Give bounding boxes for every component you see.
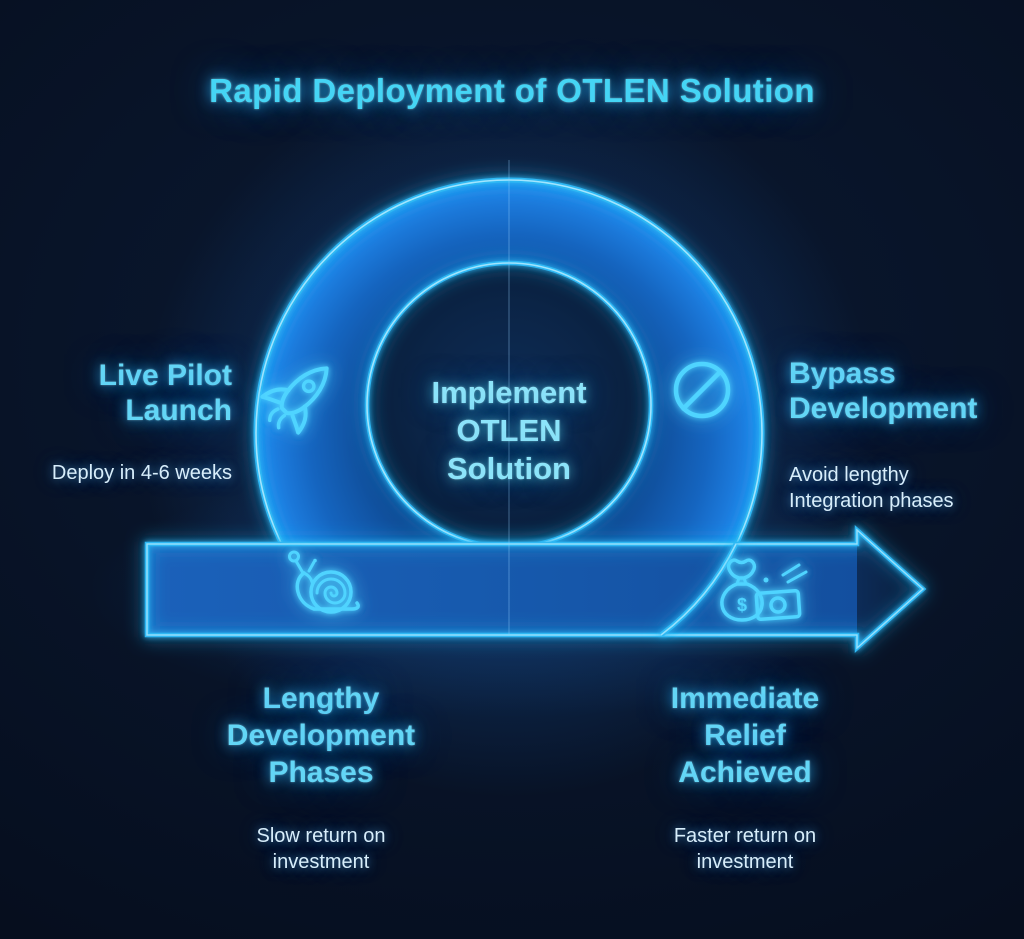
snail-icon: [288, 550, 360, 614]
cycle-ring: [253, 177, 765, 636]
inner-circle-fill: [367, 263, 651, 547]
no-entry-icon: [673, 361, 731, 419]
money-bag-icon: $: [720, 558, 808, 622]
ring-arrow-arc: [659, 542, 739, 637]
dollar-sign: $: [737, 595, 747, 615]
speed-lines: [781, 563, 808, 584]
flow-arrow: [144, 524, 927, 654]
banknote: [754, 589, 802, 621]
ring-fill: [256, 180, 762, 636]
arrow-band-fill: [147, 544, 857, 635]
rocket-icon: [260, 366, 329, 435]
arrowhead-fill: [857, 530, 923, 648]
